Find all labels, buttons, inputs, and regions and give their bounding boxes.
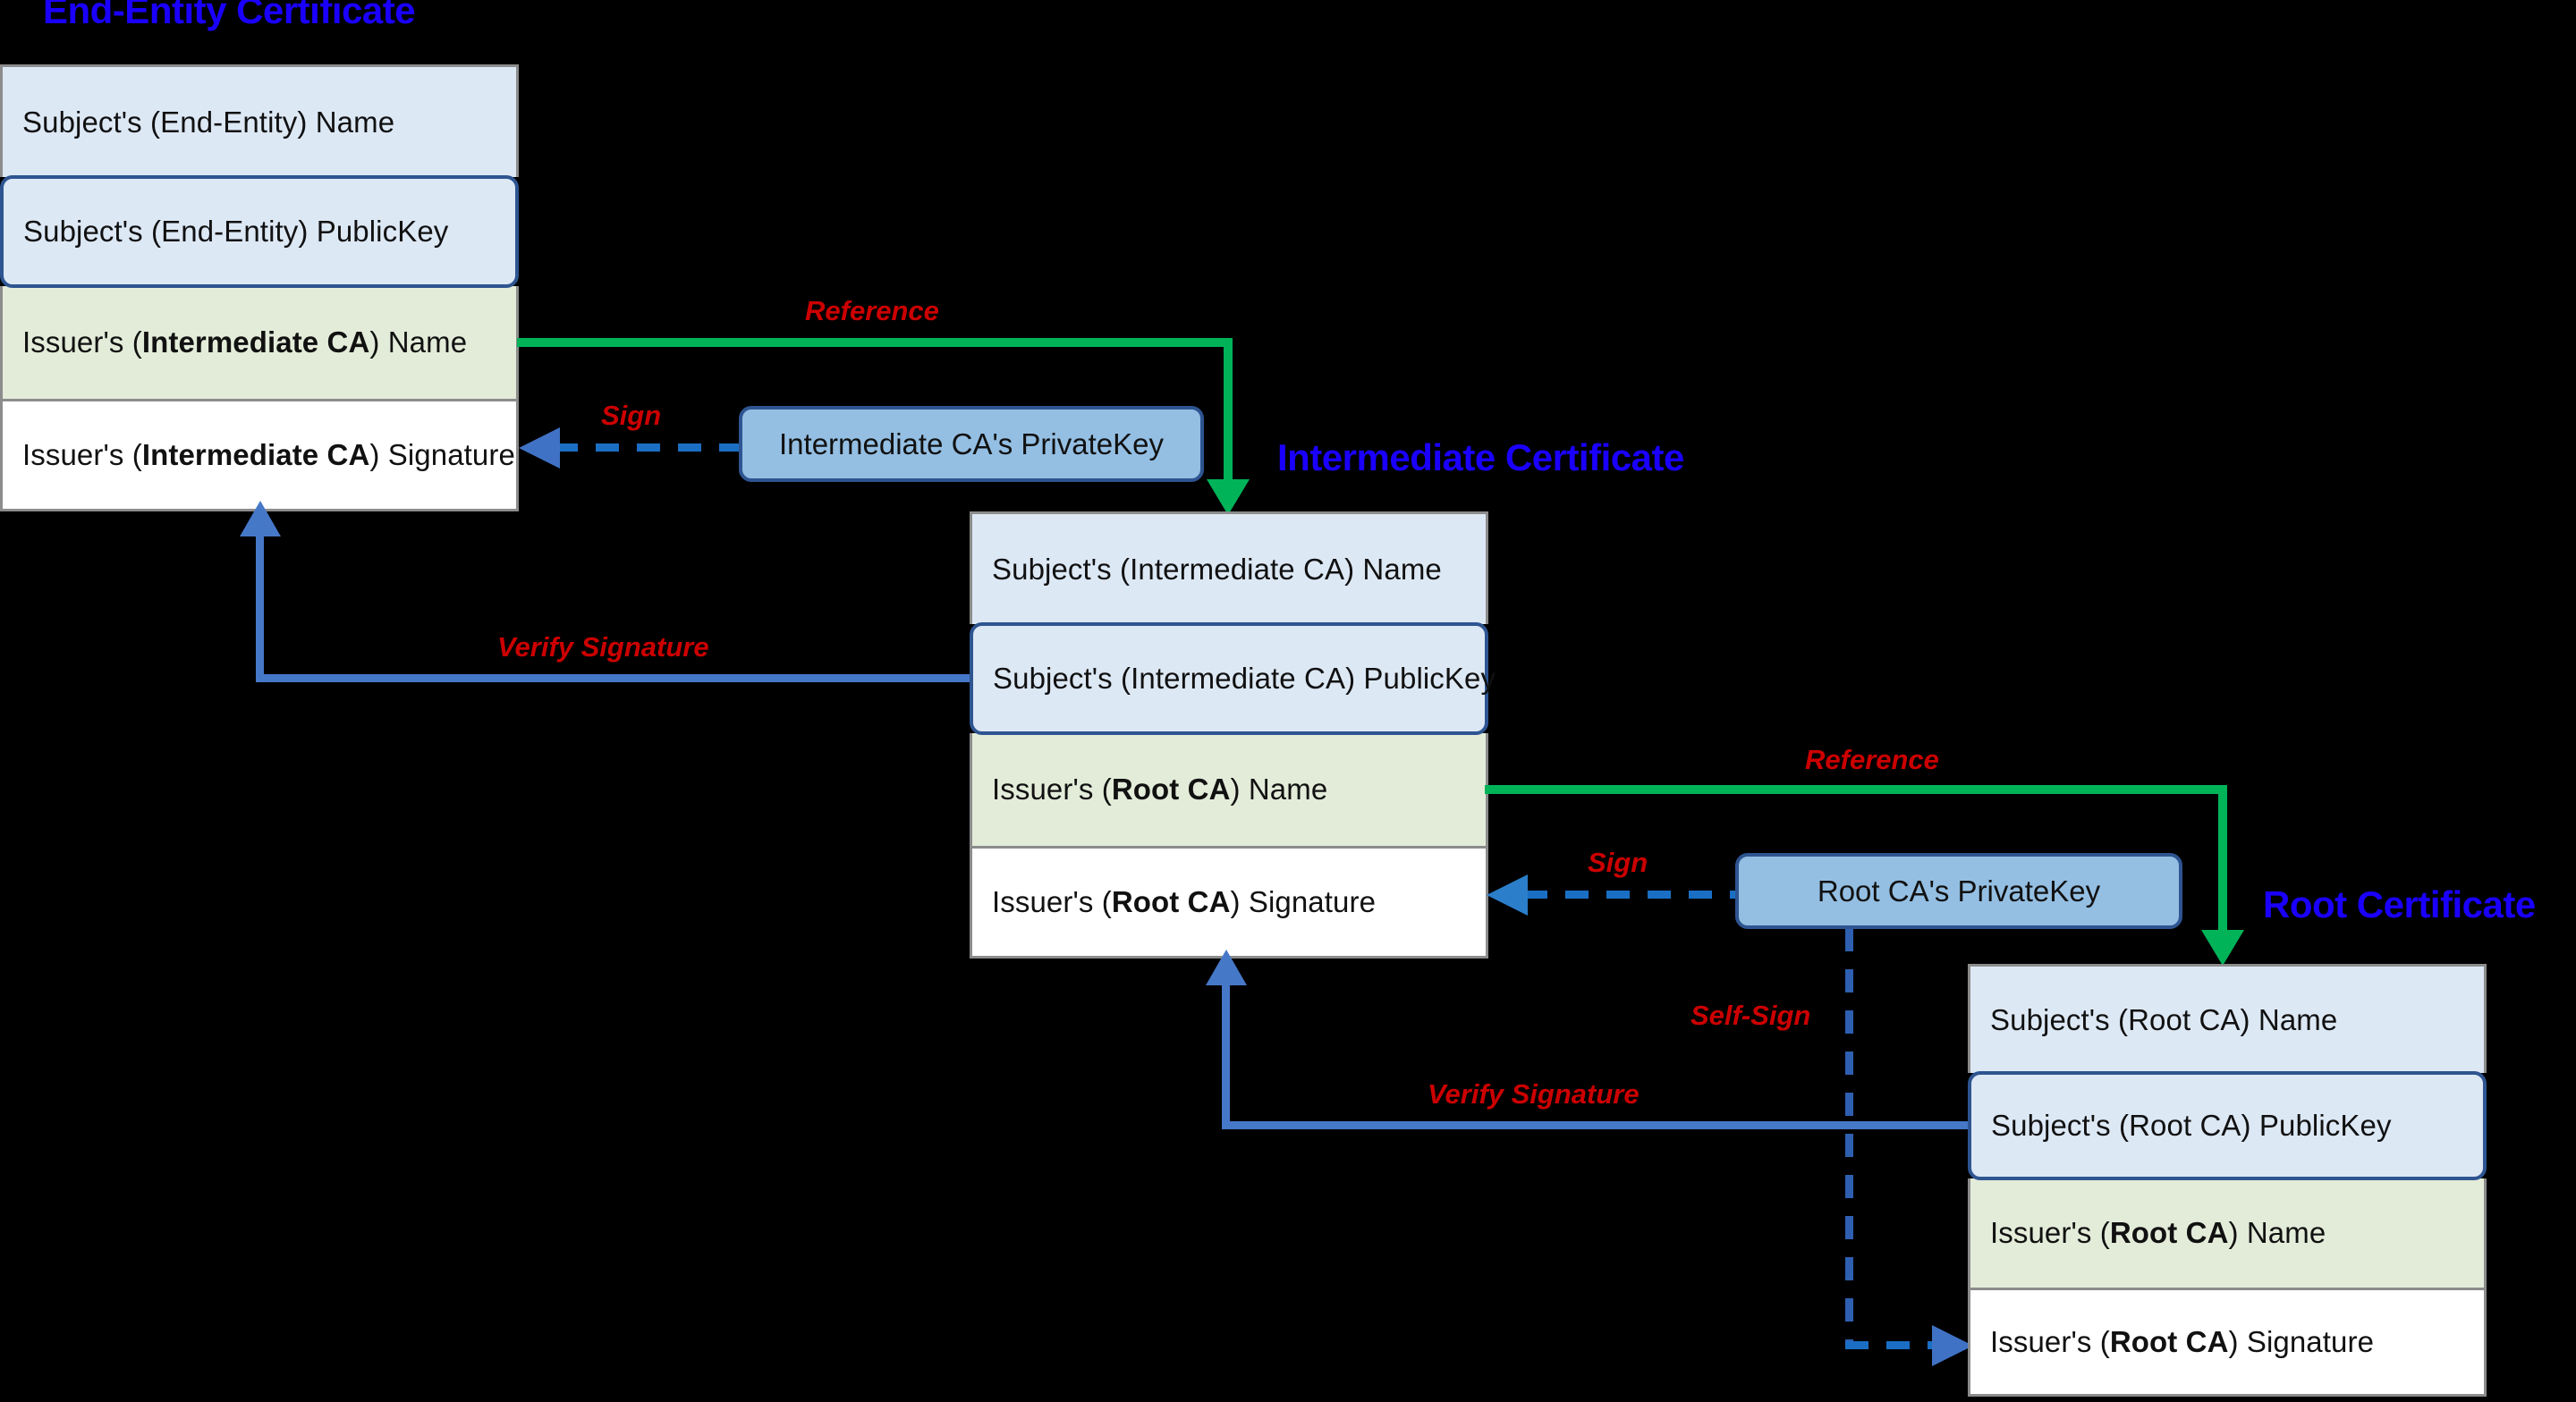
sign-2-label: Sign xyxy=(1588,847,1648,878)
intermediate-issuer-name-text: Issuer's (Root CA) Name xyxy=(992,773,1328,806)
verify-signature-1-label: Verify Signature xyxy=(497,631,709,663)
end-entity-certificate-card: Subject's (End-Entity) Name Subject's (E… xyxy=(0,64,519,511)
root-certificate-title: Root Certificate xyxy=(2263,883,2536,925)
intermediate-subject-name-text: Subject's (Intermediate CA) Name xyxy=(992,552,1442,586)
reference-1-arrowhead xyxy=(1207,479,1250,515)
intermediate-issuer-signature-text: Issuer's (Root CA) Signature xyxy=(992,885,1377,918)
self-sign-vertical-dashed-line xyxy=(1845,928,1853,1348)
end-entity-issuer-name-row[interactable]: Issuer's (Intermediate CA) Name xyxy=(0,286,519,399)
root-ca-privatekey-label: Root CA's PrivateKey xyxy=(1817,874,2101,908)
sign-2-arrowhead xyxy=(1487,874,1528,916)
intermediate-ca-privatekey-box[interactable]: Intermediate CA's PrivateKey xyxy=(739,406,1204,482)
reference-2-arrowhead xyxy=(2201,930,2244,966)
root-certificate-card: Subject's (Root CA) Name Subject's (Root… xyxy=(1968,964,2487,1397)
reference-2-label: Reference xyxy=(1805,744,1939,775)
sign-1-dashed-line xyxy=(555,443,742,452)
reference-2-horizontal-line xyxy=(1485,785,2227,794)
verify-signature-1-vertical-line xyxy=(256,519,264,680)
root-ca-privatekey-box[interactable]: Root CA's PrivateKey xyxy=(1735,853,2182,929)
end-entity-subject-name-text: Subject's (End-Entity) Name xyxy=(22,105,395,139)
root-issuer-signature-row[interactable]: Issuer's (Root CA) Signature xyxy=(1968,1288,2487,1397)
sign-1-arrowhead xyxy=(519,427,560,469)
sign-1-label: Sign xyxy=(601,400,662,431)
intermediate-issuer-signature-row[interactable]: Issuer's (Root CA) Signature xyxy=(970,846,1488,959)
intermediate-subject-name-row[interactable]: Subject's (Intermediate CA) Name xyxy=(970,511,1488,624)
root-issuer-name-text: Issuer's (Root CA) Name xyxy=(1990,1216,2326,1249)
end-entity-issuer-signature-text: Issuer's (Intermediate CA) Signature xyxy=(22,438,515,471)
end-entity-subject-publickey-row[interactable]: Subject's (End-Entity) PublicKey xyxy=(0,175,519,288)
reference-1-horizontal-line xyxy=(517,338,1233,347)
end-entity-certificate-title: End-Entity Certificate xyxy=(43,0,416,31)
verify-signature-1-horizontal-line xyxy=(256,674,971,682)
intermediate-subject-publickey-text: Subject's (Intermediate CA) PublicKey xyxy=(993,662,1496,695)
root-issuer-name-row[interactable]: Issuer's (Root CA) Name xyxy=(1968,1178,2487,1288)
verify-signature-2-vertical-line xyxy=(1222,967,1230,1128)
intermediate-ca-privatekey-label: Intermediate CA's PrivateKey xyxy=(779,427,1164,460)
end-entity-subject-publickey-text: Subject's (End-Entity) PublicKey xyxy=(23,215,449,248)
reference-2-vertical-line xyxy=(2218,785,2227,937)
self-sign-horizontal-dashed-line xyxy=(1845,1341,1965,1349)
root-issuer-signature-text: Issuer's (Root CA) Signature xyxy=(1990,1325,2375,1358)
root-subject-name-row[interactable]: Subject's (Root CA) Name xyxy=(1968,964,2487,1073)
self-sign-label: Self-Sign xyxy=(1690,1000,1811,1031)
verify-signature-1-arrowhead xyxy=(240,501,281,536)
verify-signature-2-arrowhead xyxy=(1206,950,1247,985)
reference-1-label: Reference xyxy=(805,295,939,326)
intermediate-issuer-name-row[interactable]: Issuer's (Root CA) Name xyxy=(970,733,1488,846)
root-subject-publickey-row[interactable]: Subject's (Root CA) PublicKey xyxy=(1968,1071,2487,1180)
verify-signature-2-label: Verify Signature xyxy=(1428,1078,1640,1110)
intermediate-certificate-title: Intermediate Certificate xyxy=(1277,436,1684,478)
intermediate-subject-publickey-row[interactable]: Subject's (Intermediate CA) PublicKey xyxy=(970,622,1496,735)
sign-2-dashed-line xyxy=(1524,891,1741,899)
intermediate-certificate-card: Subject's (Intermediate CA) Name Subject… xyxy=(970,511,1496,959)
root-subject-publickey-text: Subject's (Root CA) PublicKey xyxy=(1991,1109,2392,1142)
self-sign-arrowhead xyxy=(1932,1325,1973,1366)
reference-1-vertical-line xyxy=(1224,338,1233,490)
verify-signature-2-horizontal-line xyxy=(1222,1121,1973,1129)
end-entity-subject-name-row[interactable]: Subject's (End-Entity) Name xyxy=(0,64,519,177)
end-entity-issuer-name-text: Issuer's (Intermediate CA) Name xyxy=(22,325,468,359)
root-subject-name-text: Subject's (Root CA) Name xyxy=(1990,1002,2338,1036)
end-entity-issuer-signature-row[interactable]: Issuer's (Intermediate CA) Signature xyxy=(0,399,519,511)
